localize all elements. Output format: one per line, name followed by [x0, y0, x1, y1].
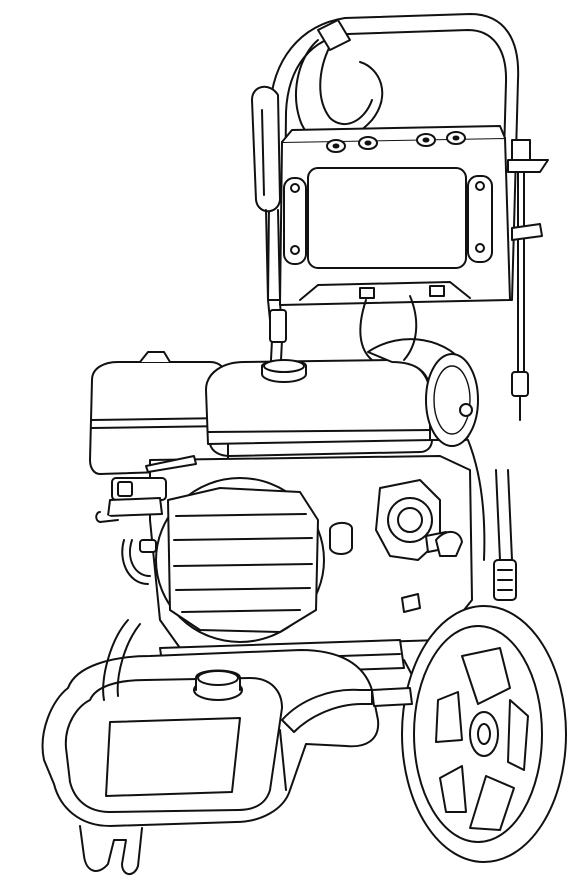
control-panel	[279, 125, 511, 306]
wheel	[371, 605, 567, 863]
engine	[89, 351, 473, 649]
wand-holder	[507, 139, 549, 421]
pump	[359, 295, 517, 601]
base-frame	[41, 619, 481, 875]
rear-wheel	[102, 619, 141, 701]
nozzle-holders	[326, 131, 466, 153]
